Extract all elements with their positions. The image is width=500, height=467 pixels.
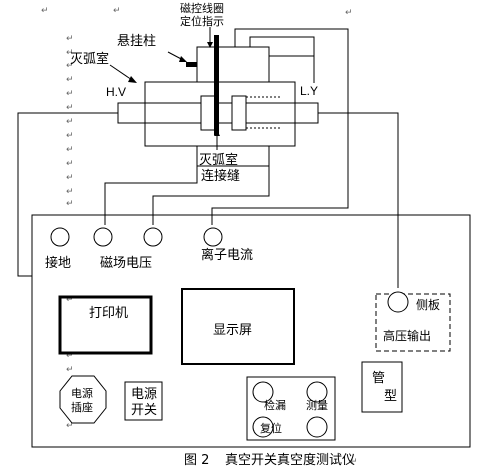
- check-leak-label: 检漏: [264, 398, 286, 412]
- wires: [17, 28, 399, 288]
- power-socket-label-1: 电源: [71, 386, 93, 400]
- arrowhead-hanging-post: [179, 56, 187, 62]
- svg-text:↵: ↵: [66, 117, 74, 127]
- reset-label: 复位: [260, 421, 282, 435]
- svg-text:↵: ↵: [66, 48, 74, 58]
- svg-text:↵: ↵: [66, 159, 74, 169]
- interrupter-body: [144, 81, 296, 147]
- check-leak-button[interactable]: [252, 381, 274, 403]
- svg-text:↵: ↵: [66, 89, 74, 99]
- svg-text:↵: ↵: [345, 8, 353, 18]
- svg-text:↵: ↵: [66, 187, 74, 197]
- ion-current-terminal[interactable]: [203, 227, 223, 247]
- svg-text:↵: ↵: [113, 6, 121, 16]
- power-switch-label-2: 开关: [131, 403, 157, 418]
- top-coil-holder: [196, 46, 270, 83]
- svg-text:↵: ↵: [66, 34, 74, 44]
- tube-type-box: [361, 361, 403, 413]
- arc-connector-label-1: 灭弧室: [199, 152, 238, 168]
- ground-wire: [17, 112, 118, 277]
- svg-text:↵: ↵: [66, 351, 74, 361]
- coil-top-wire: [249, 36, 315, 83]
- ion-current-wire: [211, 28, 349, 225]
- svg-text:↵: ↵: [66, 173, 74, 183]
- measure-label: 测量: [306, 399, 328, 412]
- svg-text:↵: ↵: [66, 75, 74, 85]
- side-panel: [375, 293, 451, 352]
- hv-output-label: 高压输出: [383, 328, 431, 343]
- power-socket[interactable]: [59, 375, 107, 424]
- tube-type-label-2: 型: [384, 389, 397, 404]
- control-panel: [246, 376, 336, 441]
- svg-text:↵: ↵: [350, 457, 358, 467]
- printer: [58, 295, 153, 355]
- display-label: 显示屏: [213, 323, 252, 338]
- instrument-housing: [31, 214, 471, 448]
- extra-button[interactable]: [306, 416, 328, 438]
- field-voltage-label: 磁场电压: [100, 256, 152, 271]
- display-screen: [181, 288, 295, 365]
- hv-output-wire: [318, 112, 399, 288]
- tube-type-label-1: 管: [372, 371, 385, 386]
- bottom-flange: [196, 145, 270, 167]
- coil-indicator-label-1: 磁控线圈: [180, 1, 224, 15]
- printer-label: 打印机: [89, 306, 128, 321]
- ground-label: 接地: [45, 255, 71, 271]
- coil-position-indicator: [214, 35, 219, 135]
- arrowheads: [128, 42, 220, 136]
- svg-text:↵: ↵: [66, 131, 74, 141]
- ground-terminal[interactable]: [50, 227, 70, 247]
- field-voltage-wire-left: [104, 166, 198, 225]
- svg-text:↵: ↵: [66, 103, 74, 113]
- side-panel-label: 侧板: [416, 298, 440, 312]
- ly-label: L.Y: [300, 84, 318, 98]
- power-switch[interactable]: [124, 381, 163, 421]
- ion-current-label: 离子电流: [201, 247, 253, 263]
- hanging-post: [186, 62, 197, 67]
- svg-text:↵: ↵: [66, 295, 74, 305]
- measure-button[interactable]: [306, 381, 328, 403]
- svg-text:↵: ↵: [66, 199, 74, 209]
- hv-output-terminal[interactable]: [387, 291, 409, 313]
- svg-text:↵: ↵: [66, 365, 74, 375]
- right-contact: [231, 95, 247, 131]
- arrowhead-arc-chamber: [128, 76, 137, 83]
- power-switch-label-1: 电源: [131, 387, 157, 402]
- arc-chamber-label: 灭弧室: [70, 51, 109, 67]
- arc-connector-label-2: 连接缝: [201, 168, 240, 184]
- hanging-post-label: 悬挂柱: [117, 34, 156, 49]
- caption-title: 真空开关真空度测试仪: [225, 452, 355, 467]
- left-contact: [200, 95, 216, 131]
- field-voltage-terminal-right[interactable]: [143, 227, 163, 247]
- arrowhead-arc-connector: [214, 130, 220, 136]
- svg-text:↵: ↵: [41, 6, 49, 16]
- svg-text:↵: ↵: [66, 145, 74, 155]
- svg-text:↵: ↵: [66, 61, 74, 71]
- arrowhead-coil: [207, 42, 213, 48]
- field-voltage-terminal-left[interactable]: [93, 227, 113, 247]
- field-voltage-wire-right: [152, 166, 270, 225]
- svg-text:↵: ↵: [66, 421, 74, 431]
- power-socket-label-2: 插座: [71, 400, 93, 414]
- coil-indicator-label-2: 定位指示: [180, 14, 224, 28]
- hv-label: H.V: [106, 85, 126, 99]
- reset-button[interactable]: [252, 416, 274, 438]
- caption-number: 图 2: [184, 453, 209, 467]
